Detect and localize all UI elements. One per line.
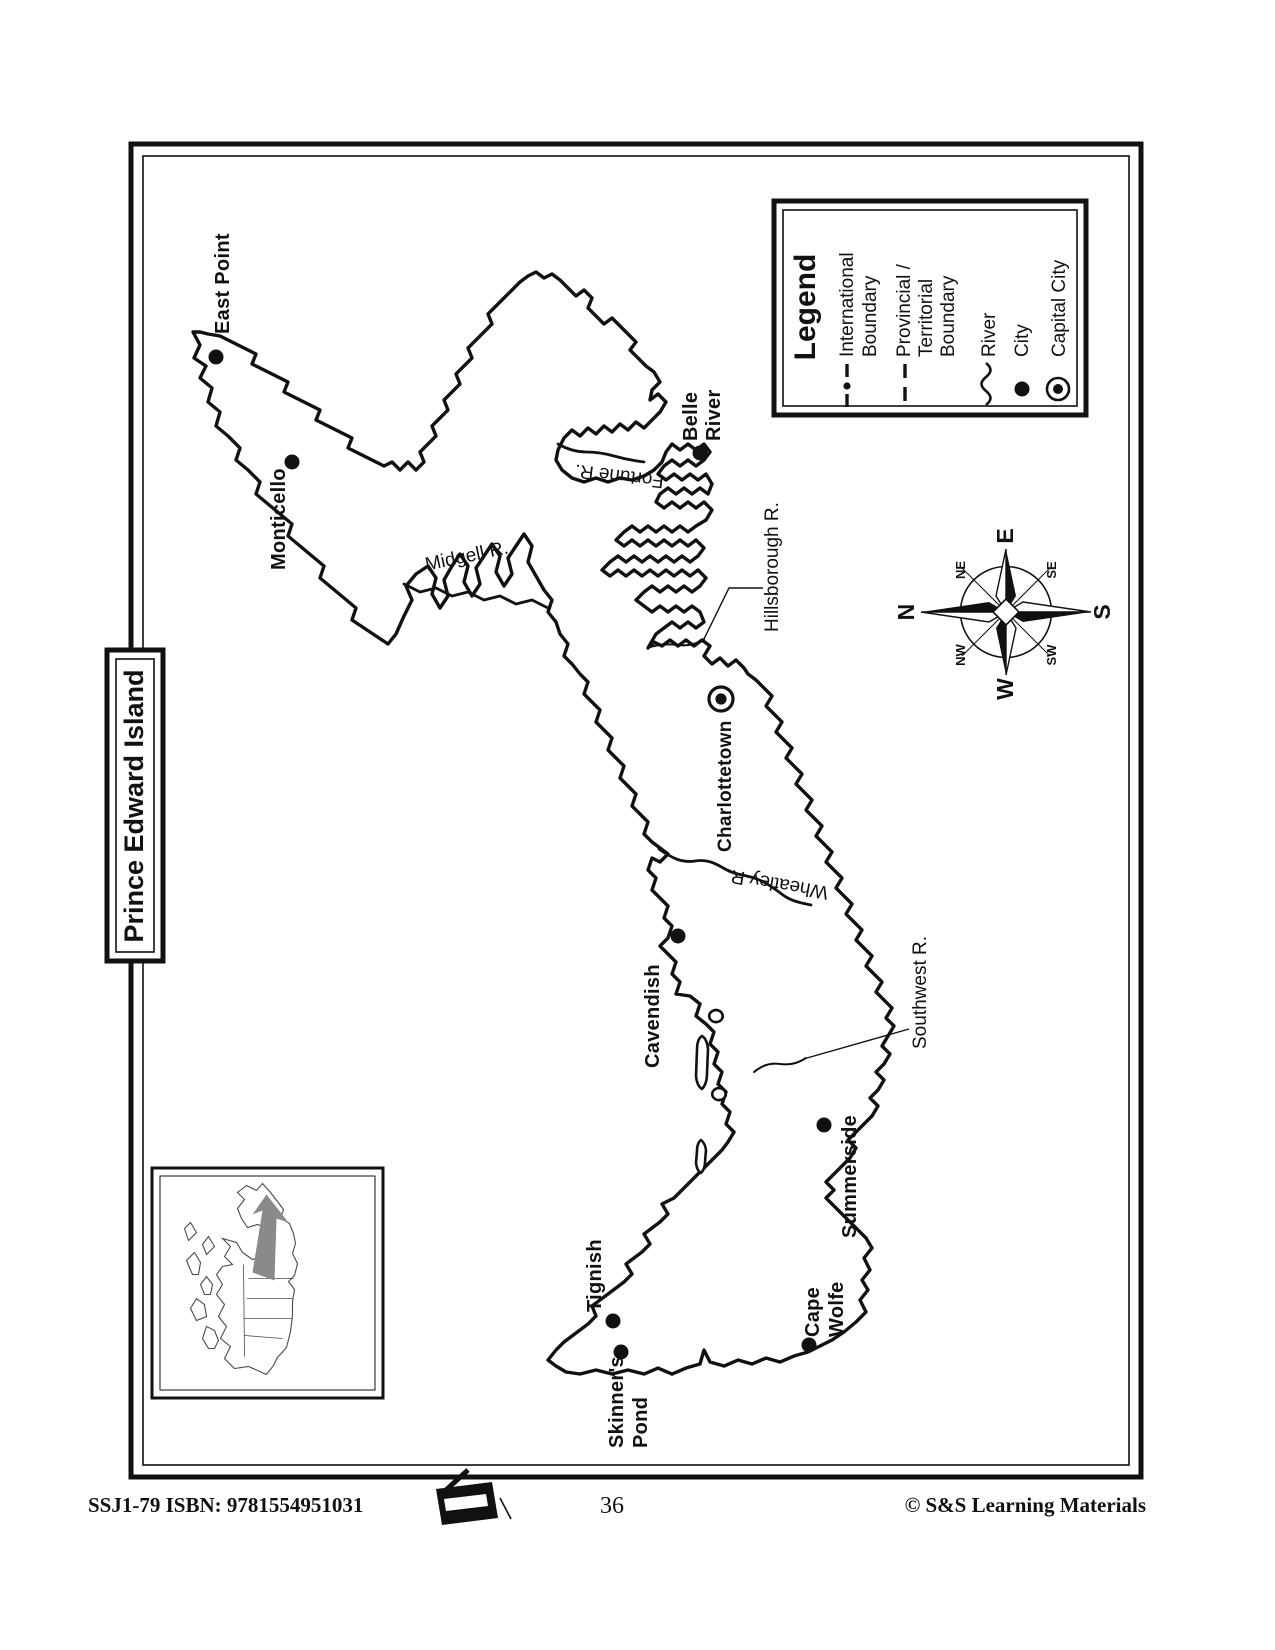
compass-ne: NE — [953, 561, 968, 579]
legend-label-provincial: Provincial / — [894, 263, 915, 357]
label-east-point: East Point — [212, 233, 234, 334]
legend-label-international-2: Boundary — [860, 275, 881, 357]
legend-label-river: River — [979, 312, 1000, 357]
page-title: Prince Edward Island — [119, 669, 149, 942]
label-leader-lines — [703, 587, 910, 1059]
international-boundary-icon — [843, 364, 851, 407]
compass-sw: SW — [1044, 644, 1059, 666]
label-wolfe: Wolfe — [826, 1281, 848, 1337]
city-dot-cape-wolfe — [801, 1337, 817, 1353]
compass-nw: NW — [953, 643, 968, 665]
label-southwest-river: Southwest R. — [910, 936, 931, 1049]
city-labels: East Point Monticello Belle River Charlo… — [212, 233, 861, 1448]
southwest-leader-line — [806, 1028, 910, 1059]
city-markers — [208, 349, 832, 1360]
footer-copyright: © S&S Learning Materials — [905, 1493, 1146, 1517]
barrier-islands — [694, 1008, 728, 1175]
city-dot-cavendish — [670, 928, 686, 944]
label-belle-river: River — [703, 389, 725, 441]
legend-title: Legend — [789, 254, 822, 361]
compass-rose: N E S W NE SE NW SW — [893, 528, 1115, 700]
locator-arrow — [252, 1194, 289, 1281]
pei-island-outline — [191, 270, 896, 1376]
southwest-river-line — [753, 1057, 807, 1073]
canada-inset — [150, 1166, 385, 1400]
legend-label-capital-city: Capital City — [1049, 259, 1070, 357]
city-dot-belle-river — [692, 445, 708, 461]
label-summerside: Summerside — [839, 1115, 861, 1238]
city-dot-skinners-pond — [613, 1344, 629, 1360]
wheatley-river-line — [657, 847, 813, 907]
city-dot-summerside — [816, 1117, 832, 1133]
rivers — [402, 442, 813, 1073]
compass-se: SE — [1044, 561, 1059, 579]
publisher-logo-icon — [436, 1468, 512, 1525]
label-tignish: Tignish — [584, 1239, 606, 1312]
label-cavendish: Cavendish — [642, 964, 664, 1068]
label-monticello: Monticello — [268, 468, 290, 570]
compass-e: E — [992, 528, 1018, 543]
city-dot-monticello — [284, 454, 300, 470]
city-icon — [1014, 381, 1030, 397]
label-skinners: Skinner's — [606, 1356, 628, 1448]
compass-n: N — [893, 604, 919, 621]
compass-center-diamond — [991, 597, 1021, 627]
capital-city-marker — [707, 685, 735, 713]
label-cape: Cape — [802, 1287, 824, 1337]
river-icon — [980, 362, 992, 406]
label-hillsborough-river: Hillsborough R. — [762, 502, 783, 632]
title-box: Prince Edward Island — [104, 647, 166, 964]
legend-box: Legend International Boundary Provincial… — [771, 198, 1089, 418]
hillsborough-river-line — [649, 638, 705, 648]
capital-city-icon — [1045, 376, 1071, 402]
legend-label-international: International — [837, 252, 858, 357]
fortune-river-line — [556, 442, 646, 464]
canada-outline — [183, 1182, 299, 1376]
city-dot-east-point — [208, 349, 224, 365]
hillsborough-leader-line — [703, 587, 763, 640]
pei-map — [191, 270, 896, 1376]
label-belle: Belle — [680, 392, 702, 441]
compass-w: W — [992, 678, 1018, 700]
midgell-river-line — [402, 582, 550, 610]
label-charlottetown: Charlottetown — [715, 720, 736, 852]
city-dot-tignish — [605, 1313, 621, 1329]
footer-isbn: SSJ1-79 ISBN: 9781554951031 — [88, 1493, 363, 1517]
label-pond: Pond — [630, 1397, 652, 1448]
legend-label-city: City — [1012, 324, 1033, 357]
legend-items: International Boundary Provincial / Terr… — [837, 252, 1071, 407]
legend-label-territorial: Territorial — [916, 279, 937, 357]
legend-label-boundary: Boundary — [938, 275, 959, 357]
page-number: 36 — [600, 1493, 624, 1519]
footer: SSJ1-79 ISBN: 9781554951031 36 © S&S Lea… — [88, 1468, 1146, 1525]
compass-s: S — [1089, 604, 1115, 619]
province-boundaries — [243, 1264, 294, 1357]
